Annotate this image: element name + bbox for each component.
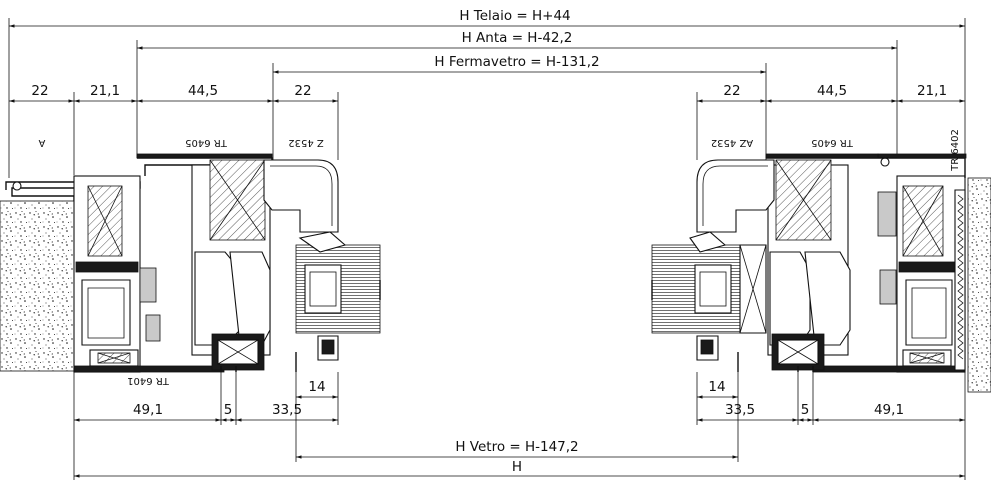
dim-h-fermavetro: H Fermavetro = H-131,2 (434, 54, 599, 70)
dim-left-14: 14 (308, 379, 325, 395)
left-part-labels: A TR 6405 Z 4532 TR 6401 (38, 137, 323, 386)
dim-h-anta: H Anta = H-42,2 (462, 30, 573, 46)
dim-left-33-5: 33,5 (272, 402, 302, 418)
dim-right-44-5: 44,5 (817, 83, 847, 99)
dimension-labels: H Telaio = H+44 H Anta = H-42,2 H Fermav… (31, 8, 947, 475)
dimension-lines (8, 18, 966, 480)
dim-left-49-1: 49,1 (133, 402, 163, 418)
label-tr6402-right: TR 6402 (950, 129, 961, 172)
left-wall (0, 200, 75, 372)
dim-right-33-5: 33,5 (725, 402, 755, 418)
right-wall (967, 177, 991, 393)
label-z4532-left: Z 4532 (288, 137, 323, 148)
label-tr6405-right: TR 6405 (811, 137, 854, 148)
dim-right-49-1: 49,1 (874, 402, 904, 418)
label-a-left: A (38, 137, 45, 148)
dim-left-44-5: 44,5 (188, 83, 218, 99)
dim-left-5: 5 (224, 402, 233, 418)
dim-h: H (512, 459, 522, 475)
dim-left-21-1: 21,1 (90, 83, 120, 99)
label-az4532-right: AZ 4532 (711, 137, 753, 148)
right-part-labels: AZ 4532 TR 6405 TR 6402 (711, 129, 961, 172)
dim-left-22: 22 (31, 83, 48, 99)
dim-right-21-1: 21,1 (917, 83, 947, 99)
dim-right-22: 22 (723, 83, 740, 99)
dim-h-telaio: H Telaio = H+44 (459, 8, 570, 24)
right-profile-section (651, 153, 991, 393)
label-tr6401-left: TR 6401 (127, 375, 170, 386)
dim-right-14: 14 (708, 379, 725, 395)
dim-left-22b: 22 (294, 83, 311, 99)
label-tr6405-left: TR 6405 (185, 137, 228, 148)
left-profile-section (0, 153, 381, 373)
dim-right-5: 5 (801, 402, 810, 418)
dim-h-vetro: H Vetro = H-147,2 (455, 439, 578, 455)
